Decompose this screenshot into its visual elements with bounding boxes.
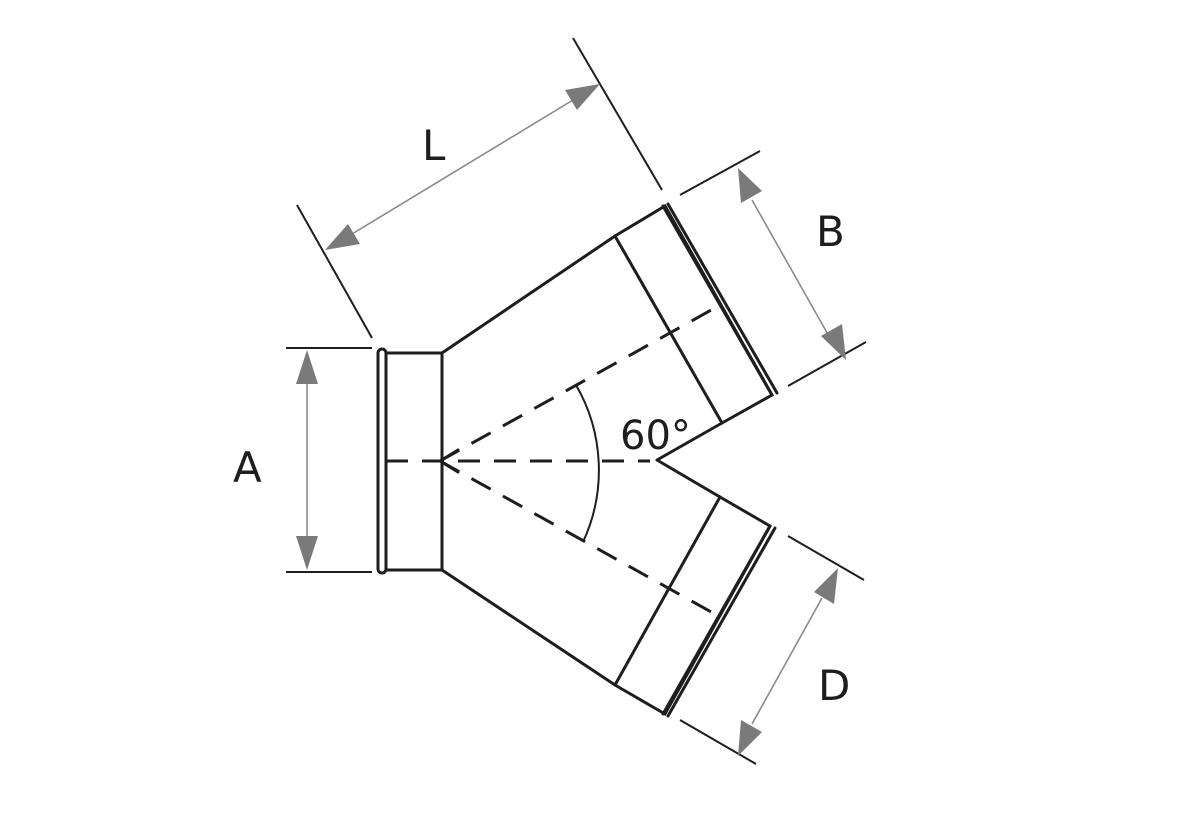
center-lines	[386, 302, 723, 620]
dimension-b: B	[679, 150, 867, 387]
lower-collar-bead-outer	[661, 524, 772, 716]
dim-a-label: A	[233, 443, 262, 492]
dim-a-arrow-bottom	[296, 536, 318, 570]
dim-b-arrow-top	[738, 168, 762, 203]
upper-branch-collar	[612, 202, 779, 426]
dim-l-label: L	[422, 121, 446, 170]
dim-l-arrow-left	[325, 224, 360, 250]
lower-collar-bead-inner	[666, 526, 777, 718]
dimension-a: A	[233, 347, 372, 573]
main-collar-bead	[376, 347, 388, 575]
dim-d-arrow-bottom	[738, 720, 762, 756]
dim-b-line	[751, 199, 831, 339]
dim-d-extension-bottom	[679, 719, 757, 765]
dim-b-extension-bottom	[787, 341, 867, 387]
dim-a-arrow-top	[296, 350, 318, 384]
dimension-l: L	[296, 37, 663, 339]
dim-d-label: D	[818, 661, 850, 710]
dim-b-arrow-bottom	[821, 324, 846, 360]
upper-collar-bead-inner	[666, 202, 779, 395]
lower-centerline	[439, 459, 723, 620]
body-crotch	[655, 421, 724, 499]
body-lower-edge	[440, 568, 617, 687]
dim-l-line	[351, 99, 574, 235]
dimension-d: D	[679, 535, 865, 765]
upper-collar-sleeve	[612, 203, 775, 426]
dim-l-extension-right	[572, 37, 663, 191]
dim-b-extension-top	[679, 150, 761, 196]
dim-l-extension-left	[296, 204, 373, 339]
dim-d-line	[751, 597, 823, 725]
lower-branch-collar	[612, 494, 777, 718]
centerline-apex-arrow	[438, 448, 460, 474]
upper-collar-bead-outer	[661, 204, 774, 397]
angle-arc	[575, 384, 600, 543]
dim-b-label: B	[816, 207, 845, 256]
upper-centerline	[439, 302, 723, 463]
angle-label: 60°	[620, 413, 691, 459]
dim-d-arrow-top	[814, 568, 838, 604]
dim-l-arrow-right	[565, 84, 600, 110]
lower-collar-sleeve	[612, 494, 773, 717]
body-upper-edge	[440, 234, 617, 355]
dim-d-extension-top	[787, 535, 865, 581]
fitting-body	[440, 234, 724, 687]
